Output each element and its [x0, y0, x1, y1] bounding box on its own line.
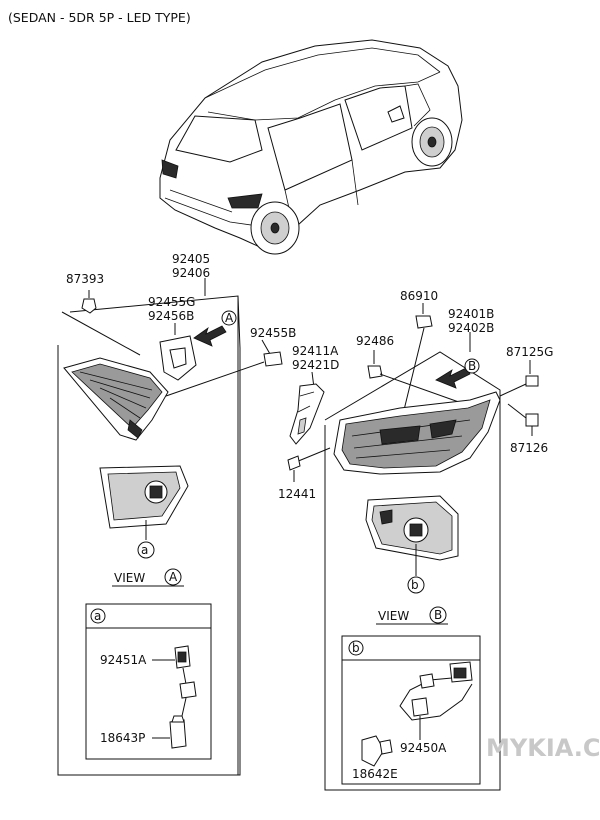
part-92411A[interactable]: 92411A [292, 344, 339, 358]
detail-box-a [85, 603, 212, 760]
clip-87125G [499, 375, 539, 397]
view-arrow-b [435, 367, 471, 389]
part-92455B[interactable]: 92455B [250, 326, 296, 340]
part-92421D[interactable]: 92421D [292, 358, 339, 372]
part-92486[interactable]: 92486 [356, 334, 394, 348]
svg-text:a: a [94, 609, 101, 623]
detail-a-tag[interactable]: a [90, 608, 106, 624]
gasket-92455G [159, 335, 197, 381]
view-marker-B[interactable]: B [464, 358, 480, 374]
outer-lamp-92401B [333, 391, 501, 475]
svg-text:A: A [225, 311, 234, 325]
view-b-label: VIEW [378, 609, 409, 623]
bulb-18642E [361, 735, 393, 767]
part-86910[interactable]: 86910 [400, 289, 438, 303]
view-b-circle[interactable]: B [429, 606, 447, 624]
svg-text:a: a [141, 543, 148, 557]
diagram-title: (SEDAN - 5DR 5P - LED TYPE) [8, 10, 191, 25]
part-87126[interactable]: 87126 [510, 441, 548, 455]
part-92402B[interactable]: 92402B [448, 321, 494, 335]
clip-87393 [61, 290, 141, 356]
inner-lamp-92405 [63, 357, 169, 441]
detail-b-tag[interactable]: b [348, 640, 364, 656]
part-18643P[interactable]: 18643P [100, 731, 145, 745]
part-87125G[interactable]: 87125G [506, 345, 553, 359]
left-assembly [57, 278, 241, 776]
outer-lamp-rear [365, 495, 459, 576]
socket-92455B [165, 351, 283, 397]
part-92405[interactable]: 92405 [172, 252, 210, 266]
watermark: MYKIA.CLUB [486, 734, 600, 762]
inner-lamp-rear [99, 465, 189, 540]
view-marker-A[interactable]: A [221, 310, 237, 326]
part-12441[interactable]: 12441 [278, 487, 316, 501]
svg-text:b: b [411, 578, 419, 592]
harness-92450A [399, 661, 473, 740]
callout-b-view[interactable]: b [407, 576, 425, 594]
view-a-label: VIEW [114, 571, 145, 585]
part-92451A[interactable]: 92451A [100, 653, 147, 667]
part-92401B[interactable]: 92401B [448, 307, 494, 321]
bulb-18643P [169, 715, 187, 749]
car-illustration [159, 39, 463, 255]
detail-box-b [341, 635, 481, 785]
callout-a-view[interactable]: a [137, 541, 155, 559]
bolt-87126 [507, 403, 539, 436]
svg-text:B: B [468, 359, 476, 373]
part-18642E[interactable]: 18642E [352, 767, 398, 781]
part-92406[interactable]: 92406 [172, 266, 210, 280]
right-assembly [324, 332, 501, 791]
screw-12441 [287, 447, 331, 482]
clip-86910 [403, 315, 433, 411]
svg-text:B: B [434, 608, 442, 622]
svg-text:b: b [352, 641, 360, 655]
bracket-92411A [289, 383, 325, 445]
part-87393[interactable]: 87393 [66, 272, 104, 286]
view-a-circle[interactable]: A [164, 568, 182, 586]
svg-text:A: A [169, 570, 178, 584]
part-92455G[interactable]: 92455G [148, 295, 195, 309]
part-92456B[interactable]: 92456B [148, 309, 194, 323]
view-arrow-a [193, 325, 227, 347]
leader-92455B [261, 339, 271, 355]
clip-92486 [367, 365, 471, 407]
socket-92451A [174, 645, 197, 717]
part-92450A[interactable]: 92450A [400, 741, 447, 755]
